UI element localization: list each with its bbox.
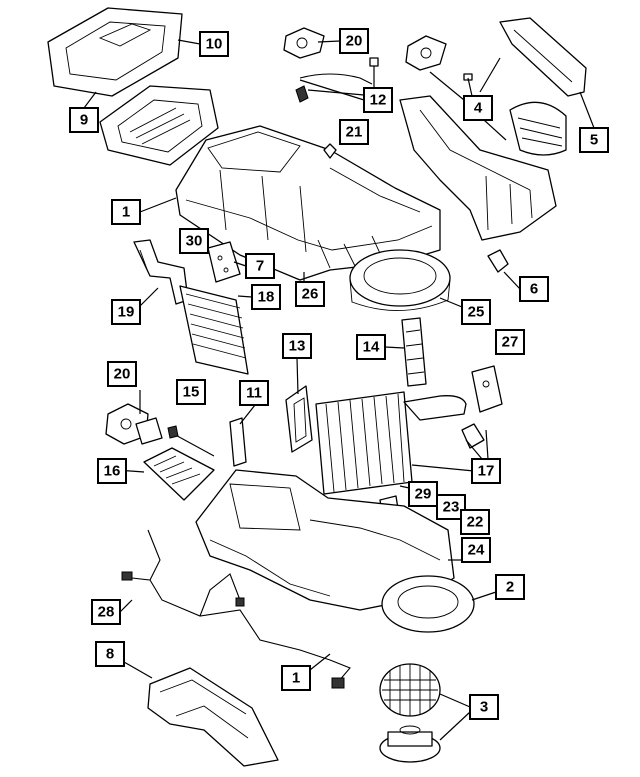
svg-text:25: 25 (468, 304, 485, 321)
callout-10: 10 (199, 31, 229, 57)
svg-text:8: 8 (106, 646, 114, 663)
callout-20-top: 20 (339, 28, 369, 54)
part-actuator-lower (105, 403, 163, 445)
callout-11: 11 (239, 380, 269, 406)
callout-14: 14 (356, 334, 386, 360)
part-recirc-door (401, 317, 427, 387)
svg-text:19: 19 (118, 304, 135, 321)
part-sensor-harness (295, 73, 373, 103)
part-seal-strip (229, 417, 247, 467)
part-link-rod (167, 425, 215, 457)
callout-13: 13 (282, 333, 312, 359)
callout-20-lower: 20 (107, 361, 137, 387)
part-blower-motor (379, 725, 441, 763)
svg-text:22: 22 (467, 514, 484, 531)
callout-5: 5 (579, 127, 609, 153)
part-blower-housing-lower (381, 575, 475, 633)
svg-text:24: 24 (468, 542, 485, 559)
svg-text:14: 14 (363, 339, 380, 356)
svg-text:17: 17 (478, 463, 495, 480)
svg-text:18: 18 (258, 289, 275, 306)
callout-1-upper: 1 (111, 199, 141, 225)
svg-text:13: 13 (289, 338, 306, 355)
part-filter-tray (99, 85, 219, 166)
svg-text:9: 9 (80, 112, 88, 129)
svg-text:27: 27 (502, 334, 519, 351)
callout-8: 8 (95, 641, 125, 667)
part-distribution-duct (399, 95, 557, 241)
svg-text:21: 21 (346, 124, 363, 141)
callout-2: 2 (495, 574, 525, 600)
callout-28: 28 (91, 599, 121, 625)
part-actuator-top-left (283, 27, 325, 59)
part-lower-hvac-housing (195, 469, 455, 611)
callout-18: 18 (251, 284, 281, 310)
part-blower-wheel (379, 663, 441, 717)
callout-7: 7 (245, 253, 275, 279)
part-mode-door (285, 385, 313, 453)
part-fastener-21 (323, 143, 337, 159)
svg-text:28: 28 (98, 604, 115, 621)
svg-text:2: 2 (506, 579, 514, 596)
callout-6: 6 (519, 276, 549, 302)
svg-text:5: 5 (590, 132, 598, 149)
svg-text:20: 20 (114, 366, 131, 383)
callout-12: 12 (363, 87, 393, 113)
part-blend-door (143, 447, 215, 501)
part-seal-block-27 (471, 365, 503, 413)
callout-4: 4 (463, 95, 493, 121)
part-filter-frame-top (47, 7, 183, 97)
callout-16: 16 (97, 458, 127, 484)
part-duct-seal (499, 17, 587, 97)
callout-24: 24 (461, 537, 491, 563)
svg-text:26: 26 (302, 286, 319, 303)
leader-lines (83, 39, 595, 741)
part-heater-core (179, 285, 249, 375)
callout-17: 17 (471, 458, 501, 484)
callout-25: 25 (461, 299, 491, 325)
svg-text:15: 15 (183, 384, 200, 401)
callout-26: 26 (295, 281, 325, 307)
svg-text:11: 11 (246, 385, 262, 402)
svg-text:30: 30 (186, 233, 203, 250)
part-floor-duct (147, 667, 279, 767)
callout-1-lower: 1 (281, 665, 311, 691)
part-wiring-harness (121, 529, 351, 689)
callout-22: 22 (460, 509, 490, 535)
part-blower-housing-upper (349, 249, 451, 311)
callout-27: 27 (495, 329, 525, 355)
callout-9: 9 (69, 107, 99, 133)
svg-text:1: 1 (122, 204, 130, 221)
svg-text:6: 6 (530, 281, 538, 298)
callout-3: 3 (469, 694, 499, 720)
svg-text:7: 7 (256, 258, 264, 275)
svg-text:12: 12 (370, 92, 387, 109)
callout-19: 19 (111, 299, 141, 325)
part-evaporator (315, 391, 467, 495)
svg-text:20: 20 (346, 33, 363, 50)
svg-text:10: 10 (206, 36, 223, 53)
part-upper-hvac-housing (175, 125, 441, 281)
part-expansion-fitting (461, 423, 485, 449)
part-sensor-6 (487, 249, 509, 273)
part-seal-pad (207, 241, 241, 283)
svg-text:16: 16 (104, 463, 121, 480)
svg-text:1: 1 (292, 670, 300, 687)
svg-text:4: 4 (474, 100, 483, 117)
part-duct-adapter (509, 101, 567, 156)
svg-text:23: 23 (443, 499, 460, 516)
callout-29: 29 (408, 481, 438, 507)
svg-text:29: 29 (415, 486, 432, 503)
svg-text:3: 3 (480, 699, 488, 716)
callout-30: 30 (179, 228, 209, 254)
callout-15: 15 (176, 379, 206, 405)
callout-21: 21 (339, 119, 369, 145)
part-actuator-top-right (405, 35, 447, 71)
